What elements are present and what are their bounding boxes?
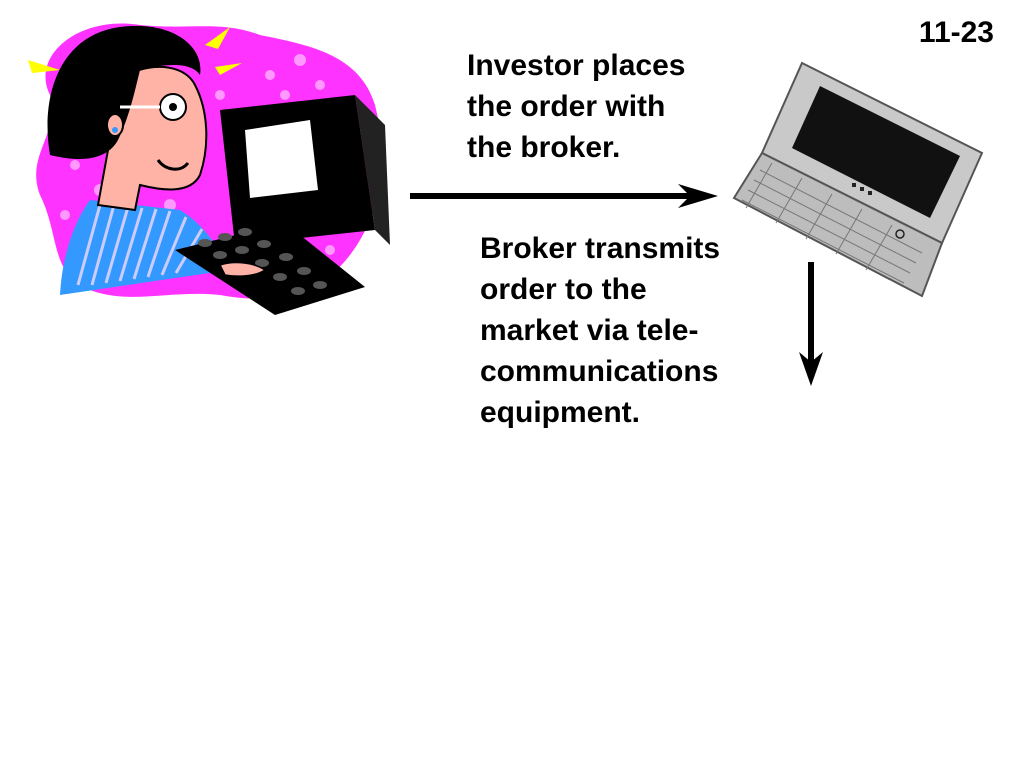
laptop-screen [792, 86, 960, 218]
arrow-down-icon [799, 262, 823, 386]
slide-number: 11-23 [918, 16, 994, 49]
laptop-base [732, 151, 944, 298]
step2-caption: Broker transmits order to the market via… [480, 228, 720, 433]
step2-line: equipment. [480, 396, 641, 429]
step1-caption: Investor places the order with the broke… [467, 45, 685, 168]
step2-line: market via tele- [480, 314, 699, 347]
arrow-right-icon [410, 184, 718, 208]
step1-line: the order with [467, 90, 666, 123]
step2-line: order to the [480, 273, 647, 306]
laptop-computer-illustration [732, 61, 984, 298]
keyboard [175, 223, 365, 315]
step1-line: the broker. [467, 131, 621, 164]
hand [218, 261, 267, 277]
monitor-screen [245, 120, 318, 198]
step1-line: Investor places [467, 49, 686, 82]
spark-top [205, 27, 230, 49]
step2-line: communications [480, 355, 719, 388]
step2-line: Broker transmits [480, 232, 721, 265]
hair [47, 25, 201, 160]
spark-right [215, 63, 242, 75]
investor-at-computer-illustration [28, 23, 390, 315]
spark-left [28, 60, 60, 73]
